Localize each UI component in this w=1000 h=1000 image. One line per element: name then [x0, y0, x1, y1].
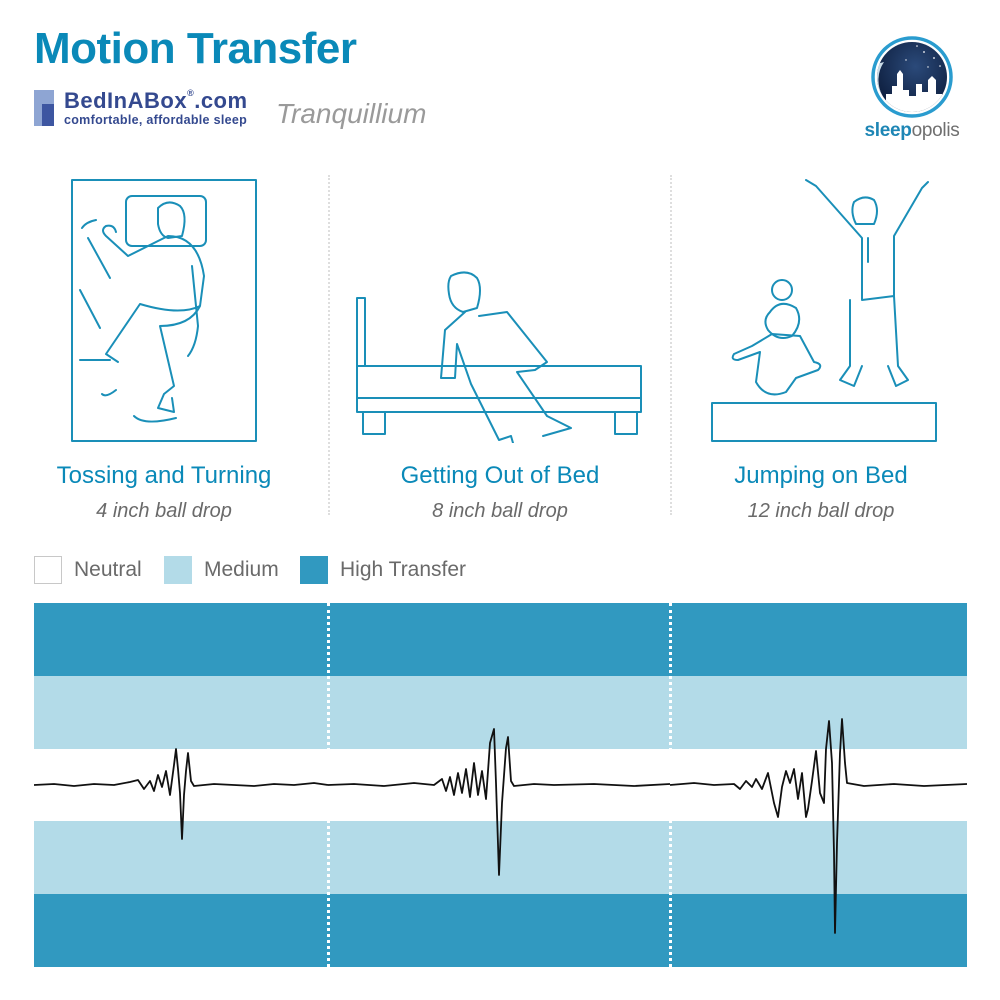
panel-subtitle-getting-out: 8 inch ball drop [432, 500, 568, 522]
panel-divider [328, 175, 330, 515]
panel-title-getting-out: Getting Out of Bed [400, 462, 600, 489]
legend-label-medium: Medium [204, 558, 279, 581]
panel-title-tossing: Tossing and Turning [56, 462, 272, 489]
panel-title-jumping: Jumping on Bed [734, 462, 908, 489]
night-city-moon-icon [871, 36, 953, 118]
panel-divider [670, 175, 672, 515]
legend-item-medium: Medium [164, 555, 279, 585]
legend-label-neutral: Neutral [74, 558, 142, 581]
legend-item-neutral: Neutral [34, 555, 142, 585]
brand-tagline: comfortable, affordable sleep [64, 113, 248, 127]
publisher-logo: sleepopolis [862, 34, 962, 144]
page-title: Motion Transfer [34, 24, 357, 73]
legend-item-high: High Transfer [300, 555, 466, 585]
person-tossing-in-bed-icon [71, 179, 257, 442]
motion-transfer-chart [34, 603, 967, 967]
band-medium-top [34, 676, 967, 749]
panel-subtitle-jumping: 12 inch ball drop [747, 500, 895, 522]
legend-swatch-neutral [34, 556, 62, 584]
publisher-name: sleepopolis [864, 120, 960, 141]
panel-subtitle-tossing: 4 inch ball drop [96, 500, 232, 522]
brand-logo: BedInABox®.com comfortable, affordable s… [34, 88, 264, 130]
band-high-bottom [34, 894, 967, 967]
waveform-trace-2 [327, 728, 671, 876]
band-high-top [34, 603, 967, 676]
brand-name: BedInABox®.com [64, 88, 248, 113]
brand-logo-mark-inner-icon [42, 104, 54, 126]
product-name: Tranquillium [276, 98, 427, 129]
legend-label-high: High Transfer [340, 558, 467, 581]
child-jumping-on-bed-icon [711, 179, 937, 442]
legend-swatch-high [300, 556, 328, 584]
legend-swatch-medium [164, 556, 192, 584]
person-sitting-on-bed-edge-icon [356, 271, 642, 443]
waveform-traces [34, 718, 967, 934]
waveform-trace-1 [34, 748, 329, 840]
waveform-trace-3 [669, 718, 967, 934]
